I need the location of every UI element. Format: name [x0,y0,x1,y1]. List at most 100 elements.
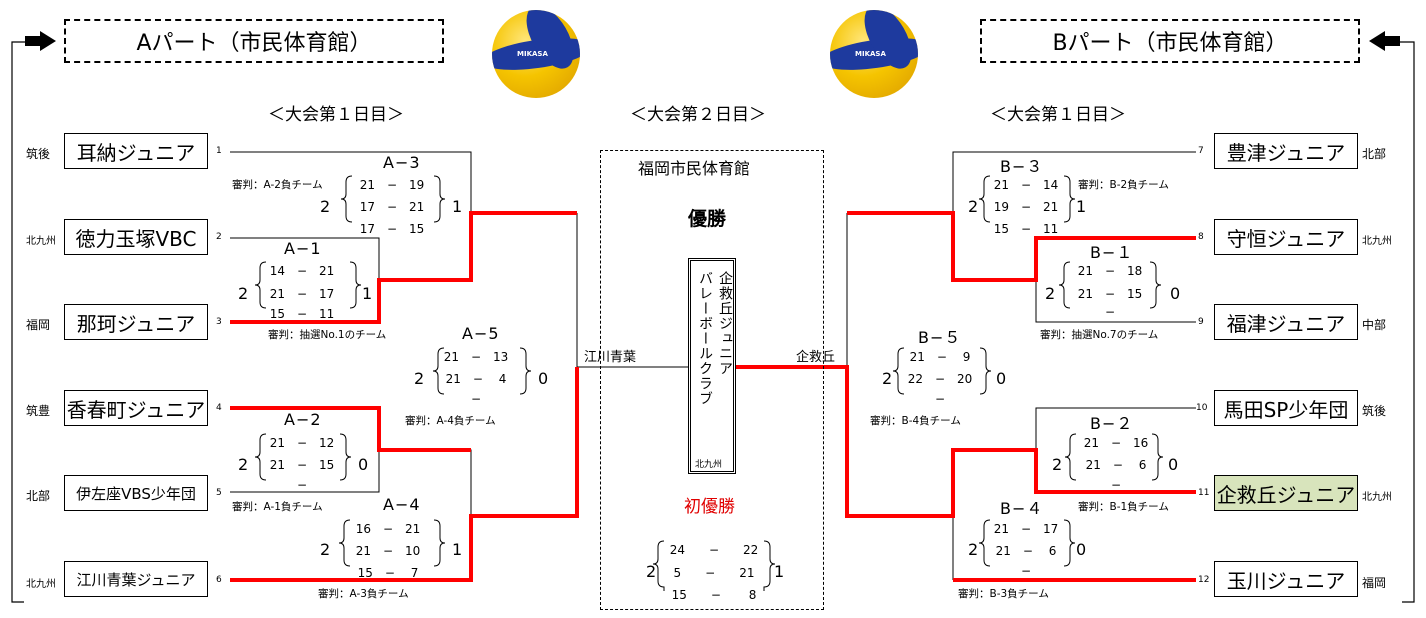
seed-number: 5 [216,488,222,498]
match-label: A−3 [383,153,421,172]
set-total-right: 1 [774,562,785,581]
team-region: 北部 [26,489,51,503]
set-total-right: 0 [1076,540,1087,559]
set-score: 21 − 18 [1077,264,1143,278]
team-box: 香春町ジュニア [64,390,208,426]
team-box: 江川青葉ジュニア [64,561,208,597]
set-score: 5 − 21 [673,566,755,580]
set-total-left: 2 [320,540,331,559]
referee-note: 審判：B-2負チーム [1078,179,1169,191]
set-score: 14 − 21 [269,264,335,278]
seed-number: 2 [216,232,222,242]
team-region: 北九州 [26,236,56,247]
set-total-left: 2 [414,369,425,388]
left-arrow-icon [25,31,56,51]
referee-note: 審判：A-2負チーム [232,179,323,191]
seed-number: 10 [1196,403,1208,413]
set-score: 21 − 19 [359,178,425,192]
set-score: − [1020,564,1032,578]
referee-note: 審判：B-1負チーム [1078,501,1169,513]
referee-note: 審判：B-4負チーム [870,415,961,427]
match-label: A−5 [462,324,500,343]
set-score: 15 − 11 [269,307,335,321]
b-part-title: Bパート（市民体育館） [980,19,1360,63]
set-score: 19 − 21 [993,200,1059,214]
set-total-right: 0 [358,455,369,474]
ball-logo: MIKASA [855,50,886,58]
set-score: 17 − 15 [359,222,425,236]
set-total-left: 2 [1045,284,1056,303]
set-score: 21 − 16 [1083,436,1149,450]
set-total-right: 1 [1076,197,1087,216]
winner-label: 優勝 [688,208,727,230]
match-label: B−４ [1000,499,1044,518]
team-box: 豊津ジュニア [1214,133,1358,169]
team-region: 福岡 [26,318,51,332]
set-total-right: 0 [538,369,549,388]
final-venue-box [600,150,824,610]
volleyball-icon: MIKASA [830,10,918,98]
set-score: − [296,478,308,492]
seed-number: 3 [216,317,222,327]
a-part-title: Aパート（市民体育館） [64,19,444,63]
team-region: 北九州 [1362,236,1392,247]
set-score: 22 − 20 [907,372,973,386]
left-finalist: 江川青葉 [584,350,637,365]
referee-note: 審判：A-4負チーム [405,415,496,427]
team-box: 那珂ジュニア [64,304,208,340]
seed-number: 9 [1198,317,1204,327]
set-total-left: 2 [882,369,893,388]
team-region: 北九州 [1362,492,1392,503]
day1-left-label: ＜大会第１日目＞ [268,105,404,125]
seed-number: 6 [216,575,222,585]
team-box: 伊左座VBS少年団 [64,475,208,511]
set-score: 21 − 15 [1077,287,1143,301]
set-score: 21 − 9 [909,350,971,364]
set-score: 24 − 22 [669,543,759,557]
ball-logo: MIKASA [517,50,548,58]
match-label: B−１ [1090,243,1134,262]
team-box: 徳力玉塚VBC [64,219,208,255]
set-score: 15 − 11 [993,222,1059,236]
match-label: A−2 [284,410,322,429]
set-score: 15 − 8 [671,588,757,602]
left-return-bracket [11,41,25,603]
set-score: − [1110,478,1122,492]
referee-note: 審判：B-3負チーム [958,588,1049,600]
set-score: 16 − 21 [355,522,421,536]
referee-note: 審判：A-3負チーム [318,588,409,600]
team-box: 玉川ジュニア [1214,561,1358,597]
team-box-champion: 企救丘ジュニア [1214,475,1358,511]
set-score: 17 − 21 [359,200,425,214]
team-box: 守恒ジュニア [1214,219,1358,255]
set-total-right: 0 [1168,455,1179,474]
final-venue: 福岡市民体育館 [638,159,751,178]
set-total-left: 2 [238,455,249,474]
set-score: 21 − 17 [993,522,1059,536]
set-total-left: 2 [238,284,249,303]
team-region: 中部 [1362,318,1387,332]
set-score: 21 − 12 [269,436,335,450]
team-region: 筑後 [26,147,51,161]
referee-note: 審判：A-1負チーム [232,501,323,513]
set-total-right: 0 [996,369,1007,388]
set-total-left: 2 [968,197,979,216]
team-box: 福津ジュニア [1214,304,1358,340]
seed-number: 1 [216,146,222,156]
set-score: 15 − 7 [357,566,419,580]
right-finalist: 企救丘 [796,350,836,365]
match-label: B−２ [1090,414,1134,433]
set-score: 21 − 15 [269,458,335,472]
set-score: 21 − 6 [1085,458,1147,472]
champion-region: 北九州 [695,460,723,470]
team-box: 耳納ジュニア [64,133,208,169]
champion-name: 企救丘ジュニア [717,271,733,376]
seed-number: 7 [1198,146,1204,156]
set-total-right: 0 [1170,284,1181,303]
match-label: B−３ [1000,157,1044,176]
seed-number: 12 [1198,575,1210,585]
set-total-left: 2 [646,562,657,581]
day1-right-label: ＜大会第１日目＞ [990,105,1126,125]
volleyball-icon: MIKASA [492,10,580,98]
match-label: A−1 [284,239,322,258]
